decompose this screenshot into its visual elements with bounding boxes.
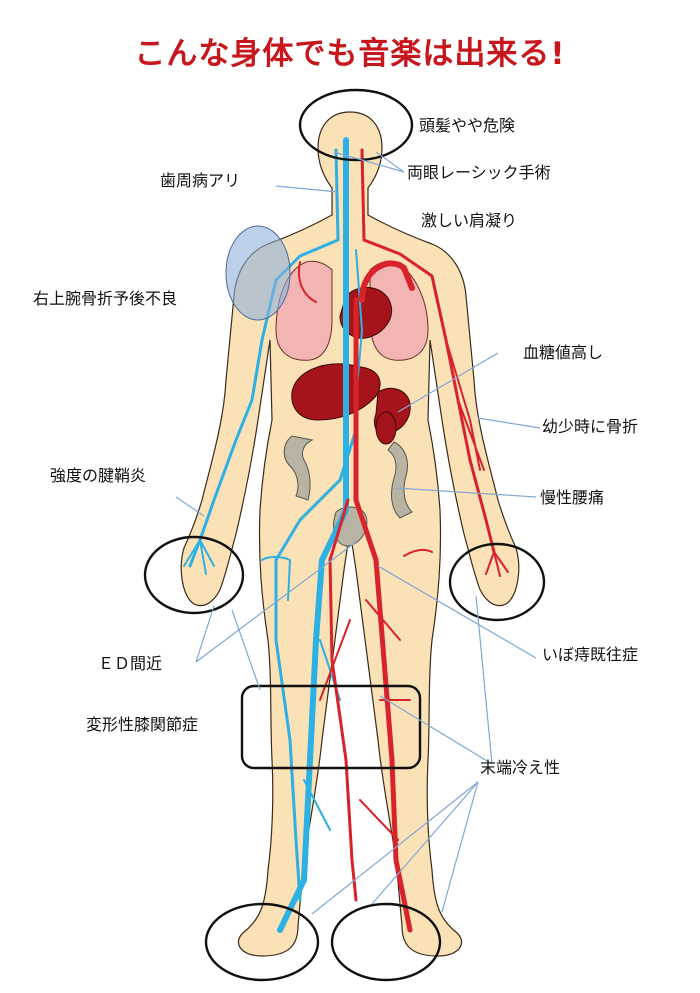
page-title: こんな身体でも音楽は出来る! <box>134 36 566 72</box>
label-head: 頭髪やや危険 <box>419 116 516 135</box>
label-teeth: 歯周病アリ <box>160 171 241 190</box>
knee-box <box>240 684 422 770</box>
label-cold: 末端冷え性 <box>480 758 561 777</box>
label-shoulder: 激しい肩凝り <box>421 211 518 230</box>
left-hand-circle <box>143 535 245 615</box>
label-eyes: 両眼レーシック手術 <box>407 163 551 182</box>
arteries <box>298 148 509 933</box>
label-arm: 右上腕骨折予後不良 <box>33 289 178 308</box>
right-hand-circle <box>448 542 546 622</box>
label-hemorrhoid: いぼ痔既往症 <box>542 645 639 664</box>
leader-lines <box>175 151 541 915</box>
label-tendon: 強度の腱鞘炎 <box>50 466 147 485</box>
callout-outlines <box>143 88 546 982</box>
label-back: 慢性腰痛 <box>540 488 605 507</box>
large-intestine <box>283 435 314 501</box>
left-foot-circle <box>204 902 320 982</box>
large-intestine-right <box>387 441 413 519</box>
label-knee: 変形性膝関節症 <box>86 715 199 734</box>
right-foot-circle <box>330 902 442 982</box>
label-sugar: 血糖値高し <box>523 343 604 362</box>
label-ed: ＥＤ間近 <box>98 654 163 673</box>
arm-highlight <box>225 225 291 321</box>
head-circle <box>298 88 414 162</box>
kidney <box>375 411 397 445</box>
label-child-fracture: 幼少時に骨折 <box>542 417 639 436</box>
